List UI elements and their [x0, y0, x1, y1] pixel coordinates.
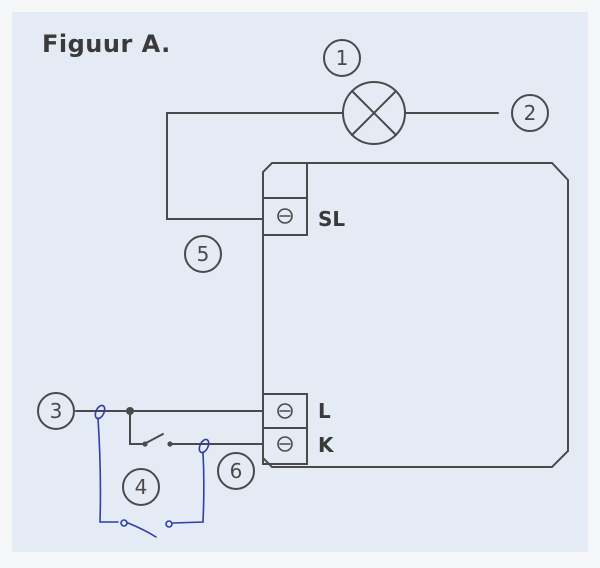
figure-title: Figuur A. [42, 30, 171, 58]
terminal-label-k: K [318, 433, 335, 457]
callout-6: 6 [217, 452, 255, 490]
screw-l [277, 403, 293, 419]
svg-text:6: 6 [230, 459, 243, 483]
terminal-label-sl: SL [318, 207, 345, 231]
callout-4: 4 [122, 468, 160, 506]
wire-sl-to-lamp [166, 112, 344, 220]
lamp-icon [342, 81, 406, 145]
svg-text:2: 2 [524, 101, 537, 125]
callout-1: 1 [323, 39, 361, 77]
callout-5: 5 [184, 235, 222, 273]
terminal-block-sl [262, 197, 308, 236]
svg-text:5: 5 [197, 242, 210, 266]
svg-text:3: 3 [50, 399, 63, 423]
module-outline [262, 162, 569, 468]
pen-annotation [94, 404, 210, 538]
wire-to-switch [129, 410, 143, 445]
callout-3: 3 [37, 392, 75, 430]
svg-text:4: 4 [135, 475, 148, 499]
screw-k [277, 436, 293, 452]
svg-text:1: 1 [336, 46, 349, 70]
callout-2: 2 [511, 94, 549, 132]
terminal-label-l: L [318, 399, 331, 423]
figure-panel [12, 12, 588, 552]
switch-icon [142, 433, 173, 447]
screw-sl [277, 208, 293, 224]
